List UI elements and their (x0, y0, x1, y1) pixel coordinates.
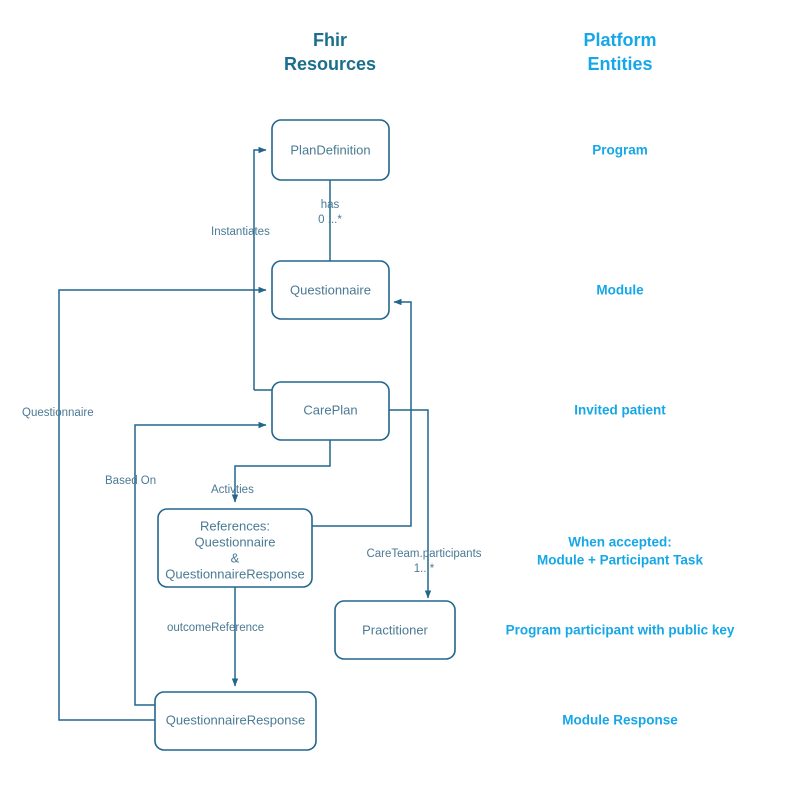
node-questionnaireresponse-label: QuestionnaireResponse (166, 712, 305, 727)
platform-entity-module-response: Module Response (562, 713, 678, 728)
edge-questionnaireresponse-to-questionnaire (58, 286, 267, 721)
edge-label-based-on: Based On (105, 475, 156, 487)
edge-label-outcome-reference: outcomeReference (167, 622, 264, 634)
edge-label-careteam-line2: 1...* (414, 563, 435, 575)
node-plandefinition-label: PlanDefinition (290, 142, 370, 157)
node-practitioner-label: Practitioner (362, 622, 428, 637)
header-platform-entities-line2: Entities (587, 54, 652, 74)
node-references-label-line3: & (231, 550, 240, 565)
node-questionnaireresponse[interactable]: QuestionnaireResponse (154, 691, 317, 751)
edge-label-has-line1: has (321, 199, 340, 211)
node-practitioner[interactable]: Practitioner (334, 600, 456, 660)
platform-entity-module-response-line1: Module Response (562, 713, 678, 728)
header-fhir-resources-line1: Fhir (313, 30, 347, 50)
node-questionnaire-box[interactable] (271, 260, 390, 320)
node-careplan-label: CarePlan (303, 402, 357, 417)
node-plandefinition[interactable]: PlanDefinition (271, 119, 390, 181)
platform-entity-module: Module (596, 283, 644, 298)
header-fhir-resources-line2: Resources (284, 54, 376, 74)
platform-entity-program-participant: Program participant with public key (506, 623, 735, 638)
node-questionnaire[interactable]: Questionnaire (271, 260, 390, 320)
edge-label-careteam-line1: CareTeam.participants (366, 548, 481, 560)
node-careplan-box[interactable] (271, 381, 390, 441)
node-questionnaireresponse-box[interactable] (154, 691, 317, 751)
platform-entity-program-line1: Program (592, 143, 648, 158)
edge-label-instantiates: Instantiates (211, 226, 270, 238)
edge-careplan-to-practitioner (388, 409, 432, 599)
node-practitioner-box[interactable] (334, 600, 456, 660)
node-careplan[interactable]: CarePlan (271, 381, 390, 441)
edge-questionnaireresponse-to-careplan (134, 421, 267, 706)
node-references[interactable]: References: Questionnaire & Questionnair… (157, 508, 313, 588)
edge-label-has-line2: 0 ...* (318, 214, 342, 226)
edge-label-activities: Activties (211, 484, 254, 496)
node-plandefinition-box[interactable] (271, 119, 390, 181)
platform-entity-invited-patient-line1: Invited patient (574, 403, 666, 418)
node-references-label-line2: Questionnaire (195, 534, 276, 549)
platform-entity-module-line1: Module (596, 283, 644, 298)
edge-careplan-to-references (231, 440, 331, 503)
edge-references-to-questionnaire (312, 298, 412, 527)
edge-label-questionnaire-left: Questionnaire (22, 407, 94, 419)
platform-entity-program: Program (592, 143, 648, 158)
platform-entity-program-participant-line1: Program participant with public key (506, 623, 735, 638)
node-references-label-line1: References: (200, 518, 270, 533)
node-references-box[interactable] (157, 508, 313, 588)
edge-careplan-to-plandefinition (253, 146, 267, 390)
platform-entity-when-accepted-line2: Module + Participant Task (537, 553, 703, 568)
node-references-label-line4: QuestionnaireResponse (165, 566, 304, 581)
platform-entity-when-accepted-line1: When accepted: (568, 535, 672, 550)
header-platform-entities-line1: Platform (583, 30, 656, 50)
node-questionnaire-label: Questionnaire (290, 282, 371, 297)
platform-entity-invited-patient: Invited patient (574, 403, 666, 418)
platform-entity-when-accepted: When accepted: Module + Participant Task (537, 535, 703, 568)
